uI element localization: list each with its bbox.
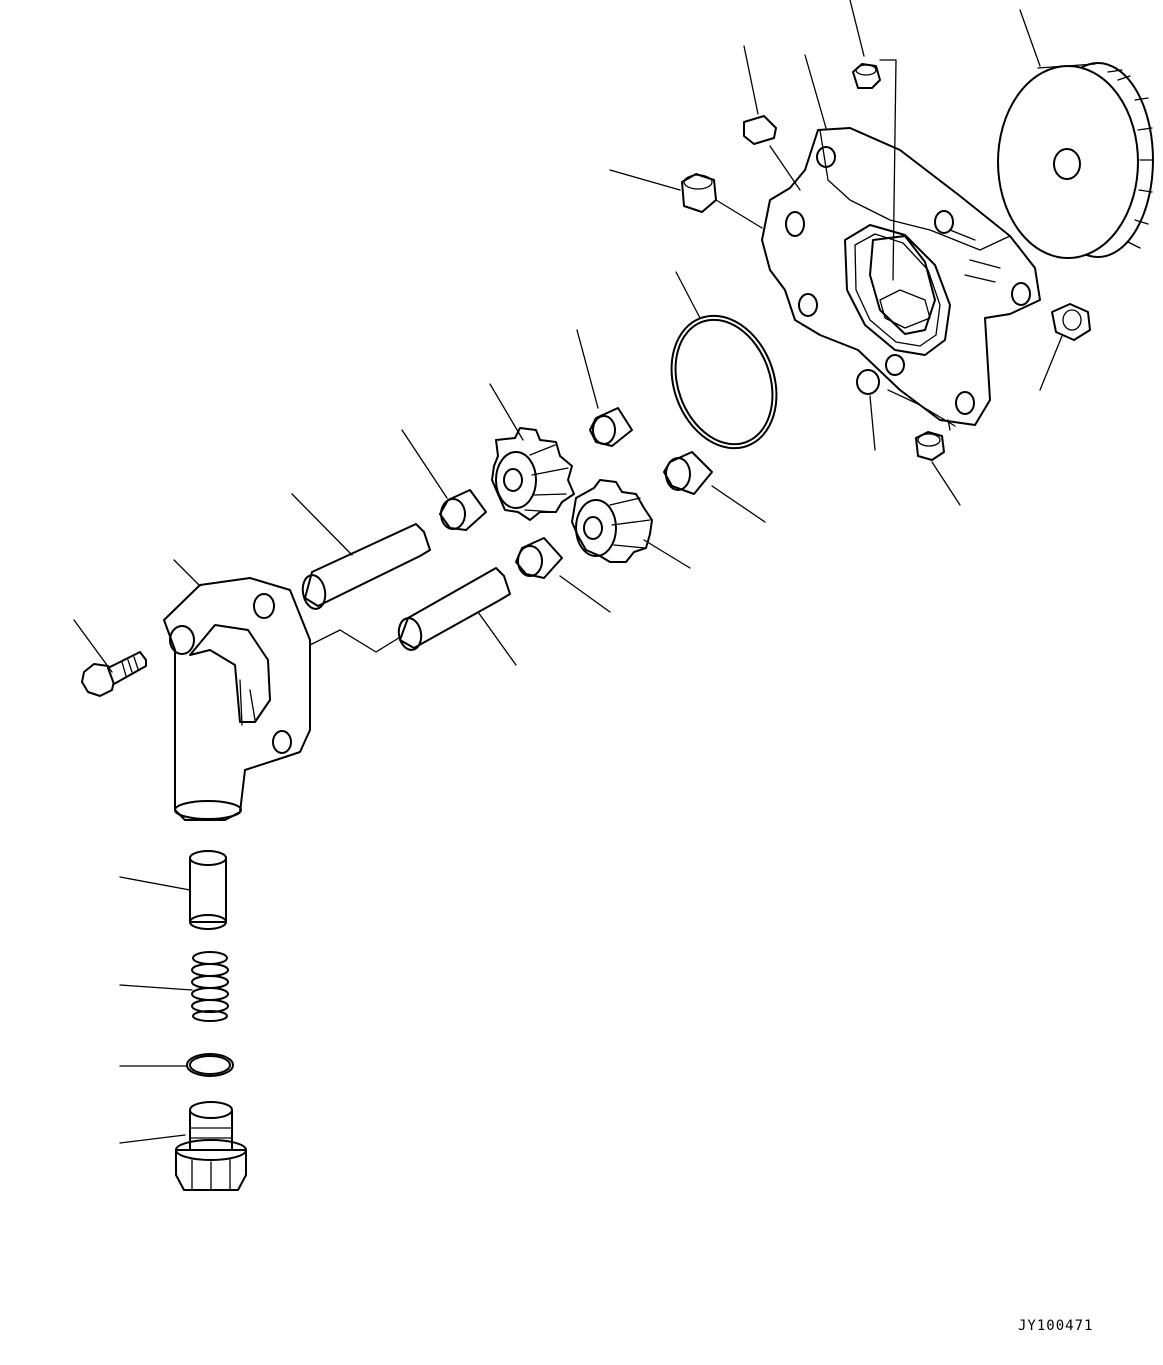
shaft-icon bbox=[300, 524, 510, 652]
plug-icon bbox=[176, 1102, 246, 1190]
cap-nut-icon bbox=[1052, 304, 1090, 340]
drive-gear-icon bbox=[492, 428, 574, 520]
relief-valve-piston-icon bbox=[190, 851, 226, 929]
pump-body-icon bbox=[762, 128, 1040, 425]
bushing-icon bbox=[440, 408, 712, 578]
spring-icon bbox=[192, 952, 228, 1021]
leader-lines bbox=[74, 0, 1062, 1143]
o-ring-large-icon bbox=[654, 301, 794, 463]
bolt-icon bbox=[82, 652, 146, 696]
driven-gear-icon bbox=[572, 480, 652, 562]
cover-elbow-icon bbox=[164, 578, 310, 820]
o-ring-small-icon bbox=[187, 1054, 233, 1076]
o-ring-tiny-icon bbox=[857, 370, 879, 394]
sleeve-icon bbox=[682, 116, 944, 460]
dowel-pin-icon bbox=[853, 64, 880, 88]
figure-code: JY100471 bbox=[1018, 1318, 1094, 1334]
gear-wheel-icon bbox=[998, 63, 1153, 258]
